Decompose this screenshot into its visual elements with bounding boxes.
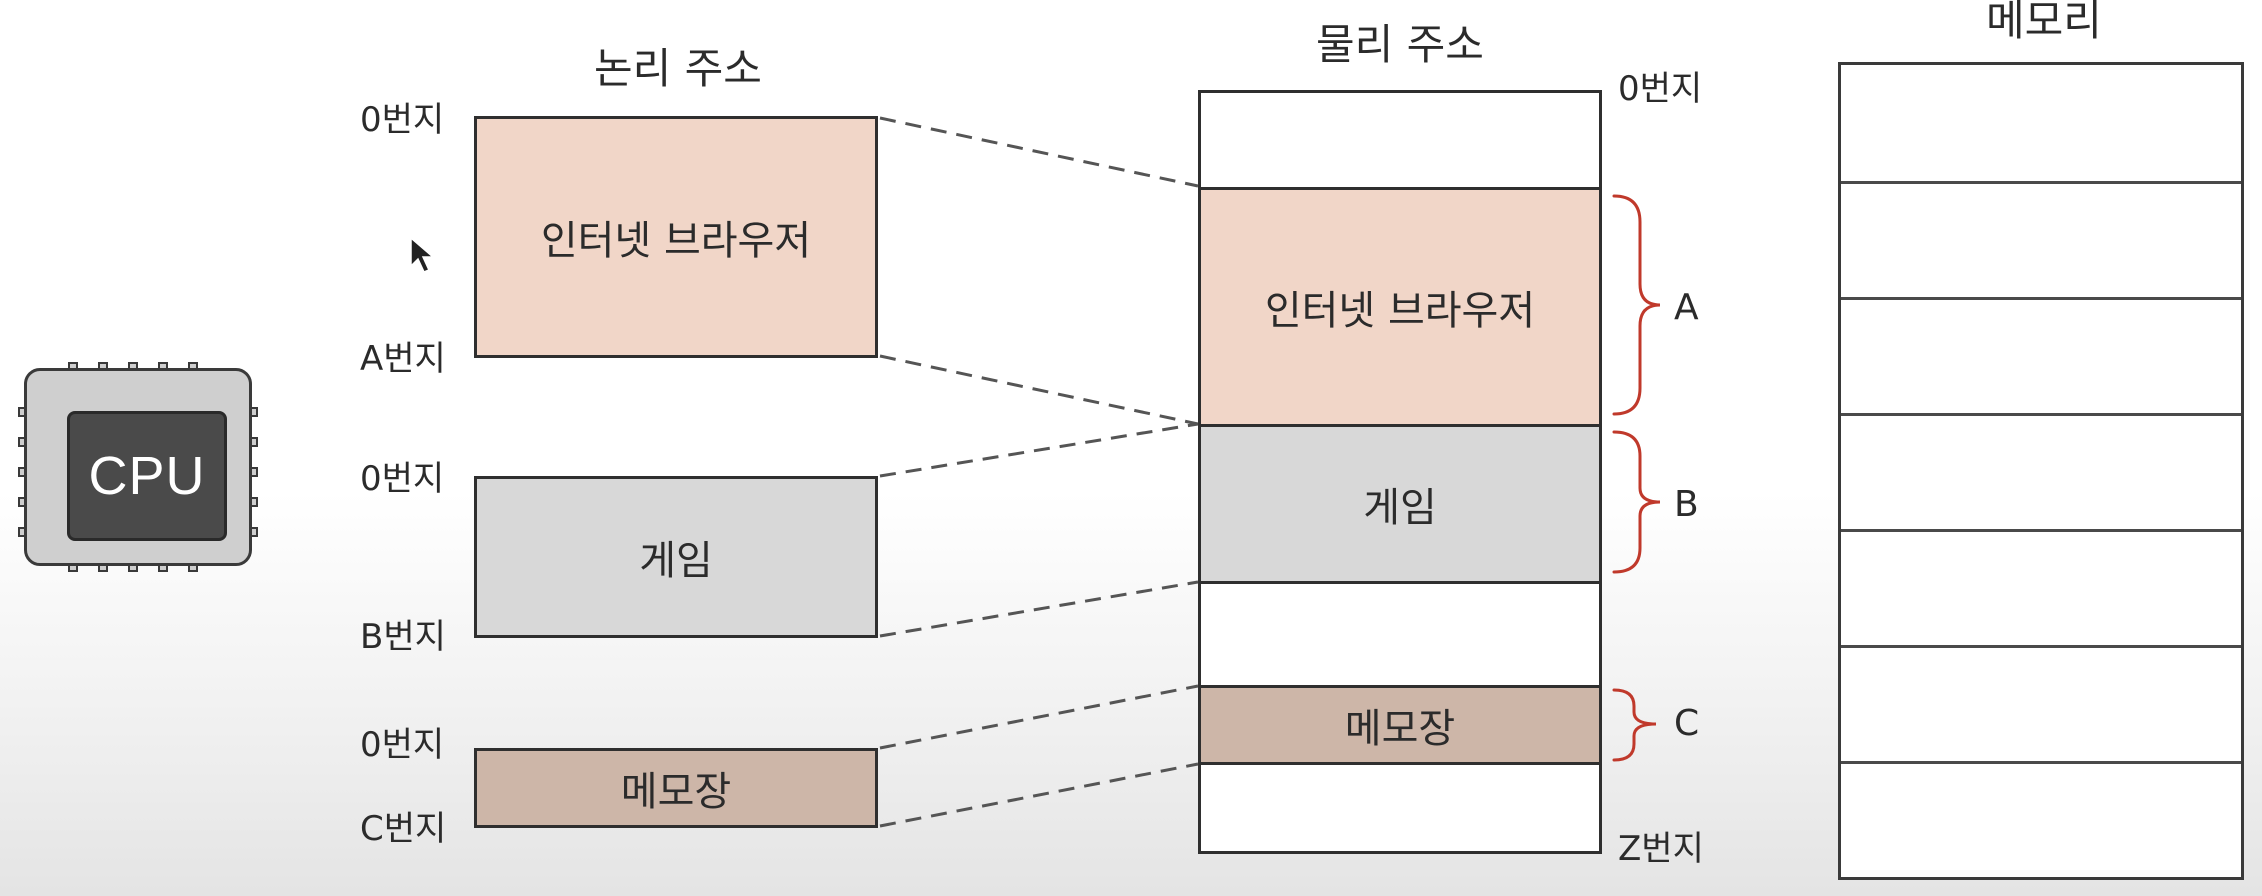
- logical-game-end-address: B번지: [360, 617, 446, 657]
- brace-c-icon: [1612, 688, 1657, 762]
- logical-game-block: 게임: [474, 476, 878, 638]
- logical-address-heading: 논리 주소: [594, 44, 762, 93]
- logical-game-start-address: 0번지: [360, 459, 445, 499]
- physical-start-address: 0번지: [1618, 69, 1703, 109]
- mouse-pointer-icon: [410, 236, 436, 273]
- dashed-map-line-browser-top: [879, 116, 1199, 188]
- physical-browser-segment: 인터넷 브라우저: [1201, 187, 1599, 427]
- dashed-map-line-game-top: [879, 422, 1199, 478]
- logical-game-label: 게임: [639, 538, 713, 584]
- physical-game-segment: 게임: [1201, 424, 1599, 584]
- dashed-map-line-memo-bottom: [879, 762, 1199, 828]
- logical-browser-label: 인터넷 브라우저: [540, 218, 812, 264]
- logical-memo-label: 메모장: [620, 769, 732, 815]
- memory-cell-divider: [1841, 297, 2241, 300]
- memory-cell-divider: [1841, 761, 2241, 764]
- brace-b-icon: [1612, 430, 1661, 574]
- logical-memo-block: 메모장: [474, 748, 878, 828]
- cpu-chip-icon: CPU: [18, 362, 258, 572]
- physical-game-label: 게임: [1363, 485, 1437, 531]
- logical-browser-end-address: A번지: [360, 339, 446, 379]
- brace-label-b: B: [1674, 484, 1699, 525]
- logical-browser-block: 인터넷 브라우저: [474, 116, 878, 358]
- physical-memory-column: 인터넷 브라우저 게임 메모장: [1198, 90, 1602, 854]
- physical-end-address: Z번지: [1618, 829, 1704, 869]
- cpu-label: CPU: [67, 411, 227, 541]
- memory-heading: 메모리: [1986, 0, 2102, 45]
- physical-memo-label: 메모장: [1344, 706, 1456, 752]
- physical-memo-segment: 메모장: [1201, 685, 1599, 765]
- memory-cell-divider: [1841, 529, 2241, 532]
- physical-browser-label: 인터넷 브라우저: [1264, 288, 1536, 334]
- brace-label-a: A: [1674, 287, 1699, 328]
- dashed-map-line-memo-top: [879, 684, 1199, 750]
- physical-address-heading: 물리 주소: [1316, 20, 1484, 69]
- logical-memo-end-address: C번지: [360, 809, 447, 849]
- logical-browser-start-address: 0번지: [360, 100, 445, 140]
- memory-cell-divider: [1841, 645, 2241, 648]
- memory-cell-divider: [1841, 181, 2241, 184]
- brace-a-icon: [1612, 194, 1661, 416]
- memory-column: [1838, 62, 2244, 880]
- memory-cell-divider: [1841, 413, 2241, 416]
- dashed-map-line-browser-bottom: [879, 354, 1199, 426]
- cpu-body: CPU: [24, 368, 252, 566]
- brace-label-c: C: [1674, 703, 1700, 744]
- dashed-map-line-game-bottom: [879, 580, 1199, 638]
- logical-memo-start-address: 0번지: [360, 725, 445, 765]
